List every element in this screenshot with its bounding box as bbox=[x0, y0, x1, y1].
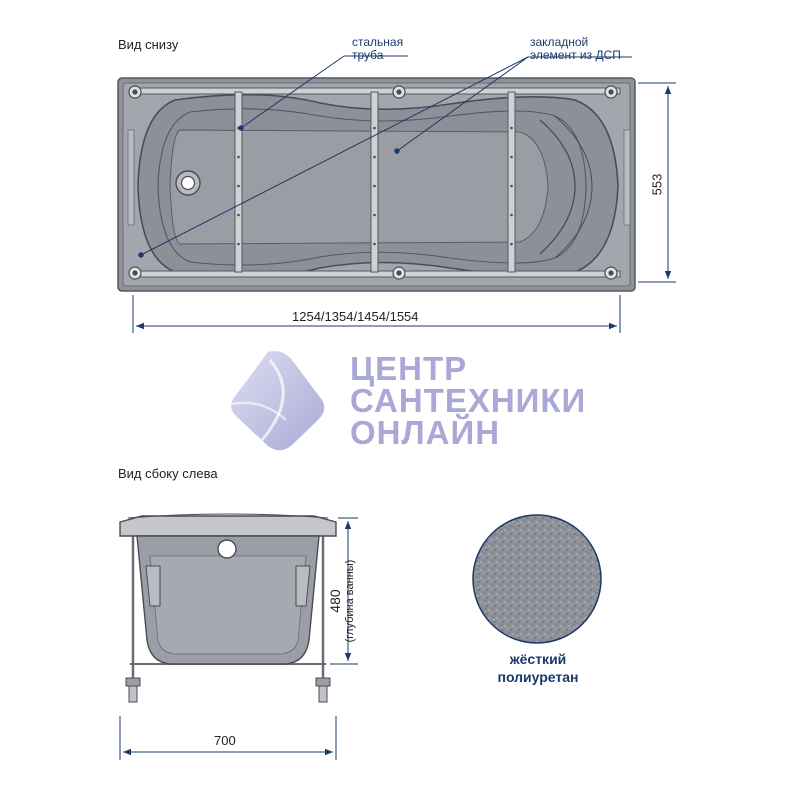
dim-width-label: 553 bbox=[649, 173, 665, 196]
callout-chipboard-insert-line-2: элемент из ДСП bbox=[530, 48, 621, 62]
dim-height-label-group: 480 (глубина ванны) bbox=[327, 526, 363, 676]
dim-side-width-label: 700 bbox=[214, 733, 236, 748]
dim-height-note: (глубина ванны) bbox=[344, 559, 356, 643]
adjustable-feet bbox=[128, 85, 618, 280]
steel-frame bbox=[134, 87, 621, 278]
dim-length-label: 1254/1354/1454/1554 bbox=[292, 309, 419, 324]
watermark-line-3: ОНЛАЙН bbox=[350, 414, 501, 451]
side-view-tub bbox=[119, 513, 337, 703]
material-label-line-1: жёсткий bbox=[509, 651, 567, 667]
top-view-title: Вид снизу bbox=[118, 37, 179, 52]
side-view-title: Вид сбоку слева bbox=[118, 466, 218, 481]
dim-width-line bbox=[638, 82, 676, 283]
callout-chipboard-insert-line-1: закладной bbox=[530, 35, 589, 49]
watermark-line-1: ЦЕНТР bbox=[350, 350, 468, 387]
polyurethane-sample bbox=[472, 514, 602, 644]
material-label-line-2: полиуретан bbox=[497, 669, 579, 685]
watermark-line-2: САНТЕХНИКИ bbox=[350, 382, 587, 419]
callout-chipboard-insert: закладной элемент из ДСП bbox=[530, 36, 621, 62]
dim-height-label: 480 bbox=[327, 589, 343, 613]
watermark-logo-icon bbox=[229, 351, 325, 451]
callout-leaders bbox=[138, 55, 632, 258]
dim-height-line bbox=[330, 517, 358, 665]
callout-steel-pipe: стальная труба bbox=[352, 36, 403, 62]
dim-side-width-line bbox=[119, 716, 337, 760]
callout-steel-pipe-line-1: стальная bbox=[352, 35, 404, 49]
callout-steel-pipe-line-2: труба bbox=[352, 48, 384, 62]
dim-length-line bbox=[132, 295, 621, 333]
